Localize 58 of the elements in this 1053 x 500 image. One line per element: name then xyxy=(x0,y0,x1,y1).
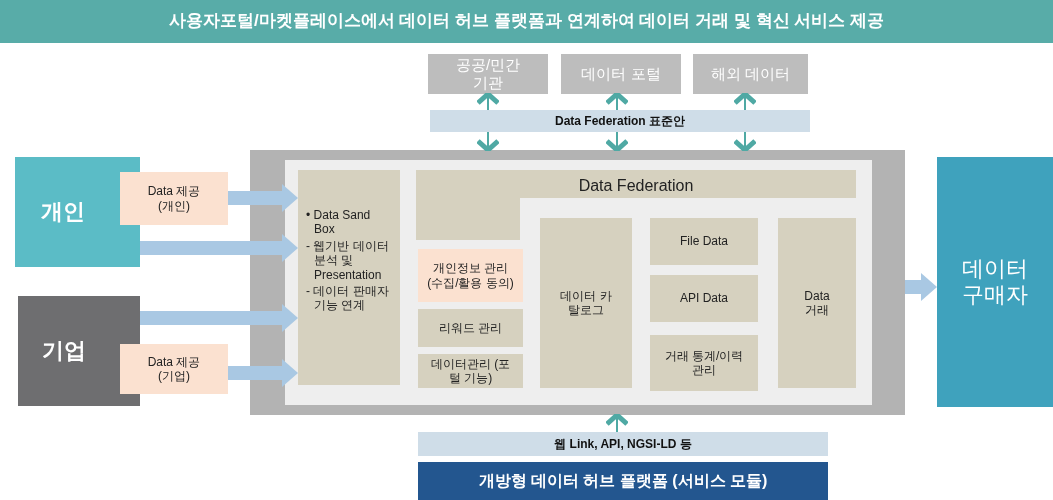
provider-box xyxy=(120,344,228,394)
list-item: - 웹기반 데이터 분석 및 Presentation xyxy=(306,238,390,282)
chevron-arrow xyxy=(475,91,501,111)
actor-box xyxy=(18,296,140,406)
platform-band xyxy=(418,462,828,500)
module-box xyxy=(778,218,856,388)
chevron-arrow xyxy=(732,91,758,111)
module-box xyxy=(418,309,523,347)
box-label: API Data xyxy=(680,291,728,306)
box-label: 기업 xyxy=(42,337,86,365)
box-label: Data 제공 (개인) xyxy=(146,184,202,213)
provider-box xyxy=(120,172,228,225)
chevron-arrow xyxy=(604,91,630,111)
buyer-box xyxy=(937,157,1053,407)
chevron-arrow xyxy=(475,131,501,153)
band-label: Data Federation 표준안 xyxy=(555,113,685,129)
box-label: 개인정보 관리 (수집/활용 동의) xyxy=(426,261,515,290)
box-label: 데이터 구매자 xyxy=(961,255,1029,309)
box-label: 개인 xyxy=(40,198,85,226)
block-arrow xyxy=(140,304,298,332)
box-label: Data 제공 (기업) xyxy=(146,354,202,384)
box-label: 데이터관리 (포털 기능) xyxy=(429,356,512,386)
header-band xyxy=(0,0,1053,43)
standard-band xyxy=(430,110,810,132)
box-label: 데이터 포털 xyxy=(581,65,661,83)
block-arrow xyxy=(228,184,298,212)
chevron-arrow xyxy=(604,412,630,433)
block-arrow xyxy=(140,234,298,262)
source-box xyxy=(428,54,548,94)
box-label: File Data xyxy=(680,234,728,249)
module-box xyxy=(540,218,632,388)
block-arrow xyxy=(228,359,298,387)
block-arrow xyxy=(905,273,937,301)
box-label: 리워드 관리 xyxy=(438,320,503,336)
band-label: 사용자포털/마켓플레이스에서 데이터 허브 플랫폼과 연계하여 데이터 거래 및 혁신 서비스 제공 xyxy=(169,11,884,32)
box-label: 해외 데이터 xyxy=(710,65,791,83)
box-label: Data 거래 xyxy=(803,288,831,318)
box-label: 공공/민간 기관 xyxy=(454,56,522,92)
interface-band xyxy=(418,432,828,456)
band-label: 개방형 데이터 허브 플랫폼 (서비스 모듈) xyxy=(478,471,768,491)
chevron-arrow xyxy=(732,131,758,153)
module-box xyxy=(418,354,523,388)
module-box xyxy=(650,335,758,391)
module-box xyxy=(650,275,758,322)
list-item: • Data Sand Box xyxy=(306,208,372,237)
box-label: 데이터 카탈로그 xyxy=(559,288,613,318)
chevron-arrow xyxy=(604,131,630,153)
source-box xyxy=(561,54,681,94)
platform-box xyxy=(250,150,905,415)
actor-box xyxy=(15,157,140,267)
module-box xyxy=(650,218,758,265)
band-label: 웹 Link, API, NGSI-LD 등 xyxy=(554,436,692,452)
module-box xyxy=(298,170,400,385)
box-label: 거래 통계/이력 관리 xyxy=(663,348,745,378)
list-item: - 데이터 판매자 기능 연계 xyxy=(306,283,390,313)
source-box xyxy=(693,54,808,94)
module-box xyxy=(418,249,523,302)
box-label: Data Federation xyxy=(578,176,694,196)
